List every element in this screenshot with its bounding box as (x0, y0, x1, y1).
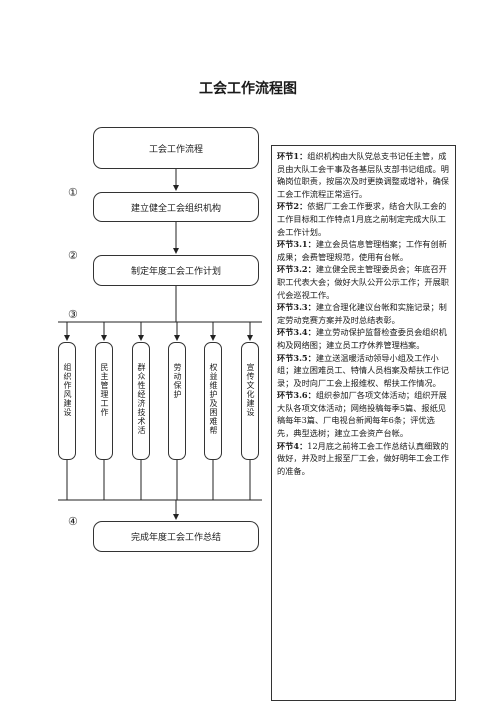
branch-economic-technical: 群众性经济技术活 (132, 342, 150, 460)
note-3-6: 环节3.6：组织参加厂各项文体活动；组织开展大队各项文体活动；网络投稿每季5篇、… (277, 390, 447, 439)
note-3-1: 环节3.1：建立会员信息管理档案；工作有创新成果；会费管理规范，使用有台帐。 (277, 239, 447, 262)
note-3-4: 环节3.4：建立劳动保护监督检查委员会组织机构及网络图；建立员工疗休养管理档案。 (277, 327, 447, 350)
note-3-3: 环节3.3：建立合理化建议台帐和实施记录；制定劳动竞赛方案并及时总结表彰。 (277, 302, 447, 325)
step-2-number: ② (68, 249, 78, 262)
step-4-box: 完成年度工会工作总结 (93, 521, 259, 552)
step-3-number: ③ (68, 308, 78, 321)
note-4: 环节4：12月底之前将工会工作总结认真细致的做好，并及时上报至厂工会，做好明年工… (277, 440, 449, 476)
process-notes-panel: 环节1：组织机构由大队党总支书记任主管，成员由大队工会干事及各基层队支部书记组成… (271, 145, 456, 701)
note-2: 环节2：依据厂工会工作要求，结合大队工会的工作目标和工作特点1月底之前制定完成大… (277, 201, 447, 237)
branch-publicity-culture: 宣传文化建设 (241, 342, 259, 460)
step-1-box: 建立健全工会组织机构 (93, 192, 259, 222)
step-4-number: ④ (68, 515, 78, 528)
flow-start-box: 工会工作流程 (93, 127, 259, 169)
branch-democratic-management: 民主管理工作 (95, 342, 113, 460)
branch-labor-protection: 劳动保护 (168, 342, 186, 460)
note-1: 环节1：组织机构由大队党总支书记任主管，成员由大队工会干事及各基层队支部书记组成… (277, 151, 449, 199)
note-3-5: 环节3.5：建立送温暖活动领导小组及工作小组；建立困难员工、特情人员档案及帮扶工… (277, 352, 449, 388)
step-1-number: ① (68, 186, 78, 199)
page-title: 工会工作流程图 (199, 81, 297, 97)
note-3-2: 环节3.2：建立健全民主管理委员会；年底召开职工代表大会；做好大队公开公示工作；… (277, 264, 449, 300)
branch-organization: 组织作风建设 (58, 342, 76, 460)
branch-rights-assistance: 权益维护及困难帮 (204, 342, 222, 460)
step-2-box: 制定年度工会工作计划 (93, 255, 259, 286)
